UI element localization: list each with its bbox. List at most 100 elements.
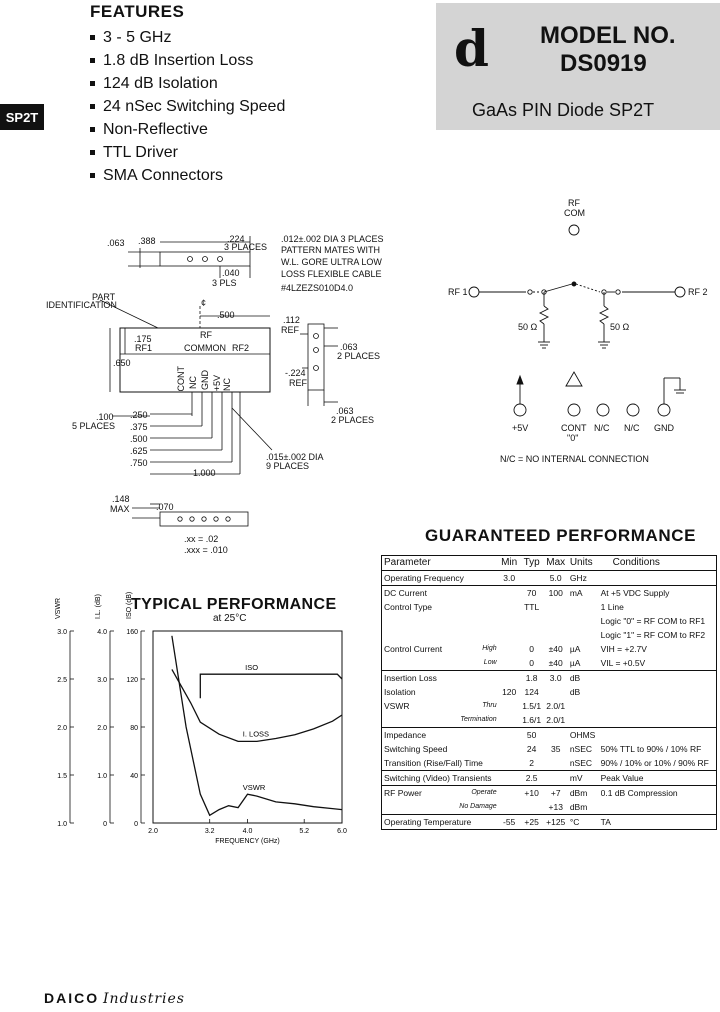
- param-cell: Impedance: [381, 727, 499, 742]
- cell-typ: [519, 570, 544, 586]
- cell-c: [599, 800, 717, 815]
- cell-c: 0.1 dB Compression: [598, 785, 717, 800]
- cell-min: [499, 614, 520, 628]
- table-header: Typ: [519, 555, 544, 571]
- cell-c: Logic "1" = RF COM to RF2: [600, 630, 706, 640]
- cell-typ: 0: [529, 658, 534, 668]
- param-cell: Switching Speed: [382, 742, 499, 756]
- tolerance-3place: .xxx = .010: [184, 545, 228, 555]
- cell-max: 100: [543, 585, 568, 600]
- dim-750: .750: [130, 458, 148, 468]
- param-cell: Control Type: [382, 600, 499, 614]
- connector-note-5: #4LZEZS010D4.0: [281, 283, 354, 293]
- axis-tick-label: 160: [126, 629, 138, 636]
- cell-min: [499, 642, 520, 656]
- cell-max: [544, 756, 568, 771]
- series-line-vswr: [171, 635, 343, 817]
- cell-u: dB: [569, 687, 581, 697]
- cell-u: dB: [567, 670, 599, 685]
- param-name: Switching (Video) Transients: [384, 773, 492, 783]
- table-header: Units: [567, 555, 599, 571]
- cell-max: [544, 614, 568, 628]
- axis-label: I.L. (dB): [95, 594, 102, 619]
- axis-tick-label: 40: [130, 773, 138, 780]
- param-name: Transition (Rise/Fall) Time: [384, 758, 483, 768]
- cell-c: [598, 670, 717, 685]
- cell-max: [543, 727, 568, 742]
- param-subcondition: Termination: [460, 716, 497, 723]
- cell-u: dBm: [567, 785, 599, 800]
- cell-typ: [520, 628, 544, 642]
- cell-u: [568, 600, 599, 614]
- pin-label-nc1: NC: [188, 376, 198, 389]
- cell-min: [498, 770, 520, 786]
- cell-u: mA: [567, 585, 599, 600]
- dim-063: .063: [107, 238, 125, 248]
- cell-c: Peak Value: [598, 770, 717, 786]
- axis-tick-label: 0: [134, 821, 138, 828]
- param-name: Impedance: [384, 730, 427, 740]
- cell-min: [498, 727, 520, 742]
- param-cell: No Damage: [382, 800, 499, 815]
- guaranteed-performance-title: GUARANTEED PERFORMANCE: [425, 526, 697, 545]
- cell-max: 3.0: [543, 670, 568, 685]
- cell-typ: 1.6/1: [522, 715, 542, 725]
- dim-063b: .063: [340, 342, 358, 352]
- feature-text: 3 - 5 GHz: [103, 29, 172, 46]
- pin-label-5v: +5V: [212, 375, 222, 392]
- cell-min: [499, 742, 520, 756]
- label-rf1: RF1: [135, 343, 153, 353]
- pin-label-nc2: NC: [222, 378, 232, 391]
- dim-3places: 3 PLACES: [224, 242, 268, 252]
- cell-min: [499, 713, 520, 728]
- cell-typ: TTL: [524, 602, 540, 612]
- switch-schematic: [468, 224, 686, 417]
- cell-c: TA: [598, 814, 717, 830]
- axis-tick-label: 120: [126, 677, 138, 684]
- bullet-icon: [90, 58, 95, 63]
- axis-tick-label: 3.0: [97, 677, 107, 684]
- dim-5places: 5 PLACES: [72, 421, 116, 431]
- features-title: FEATURES: [90, 2, 185, 21]
- param-name: Control Type: [384, 602, 433, 612]
- dim-ref: REF: [281, 325, 299, 335]
- table-header: Min: [498, 555, 520, 571]
- cell-max: 5.0: [543, 570, 568, 586]
- param-subcondition: No Damage: [459, 803, 497, 810]
- feature-text: TTL Driver: [103, 144, 178, 161]
- param-cell: DC Current: [381, 585, 499, 600]
- cell-c: VIL = +0.5V: [600, 658, 646, 668]
- label-common: COMMON: [184, 343, 226, 353]
- dim-224b: -.224: [285, 368, 306, 378]
- cell-c: 90% / 10% or 10% / 90% RF: [600, 758, 709, 768]
- cell-u: [568, 628, 599, 642]
- cell-u: [568, 614, 599, 628]
- cell-typ: 70: [519, 585, 544, 600]
- cell-u: dBm: [569, 802, 588, 812]
- cell-max: +7: [543, 785, 568, 800]
- dim-148: .148: [112, 494, 130, 504]
- cell-min: 3.0: [498, 570, 520, 586]
- cell-max: +125: [543, 814, 568, 830]
- footer-brand-name: DAICO: [44, 990, 100, 1006]
- footer-brand-suffix: Industries: [103, 991, 185, 1007]
- schem-pin-gnd: GND: [654, 423, 674, 433]
- table-row: Logic "1" = RF COM to RF2: [382, 628, 717, 642]
- footer-brand: DAICO Industries: [44, 990, 185, 1007]
- product-type-tab: SP2T: [0, 104, 44, 130]
- param-cell: [382, 614, 499, 628]
- dim-650: .650: [113, 358, 131, 368]
- axis-tick-label: 1.5: [57, 773, 67, 780]
- cell-u: [568, 713, 599, 728]
- schem-pin-nc1: N/C: [594, 423, 610, 433]
- param-subcondition: Thru: [482, 702, 497, 709]
